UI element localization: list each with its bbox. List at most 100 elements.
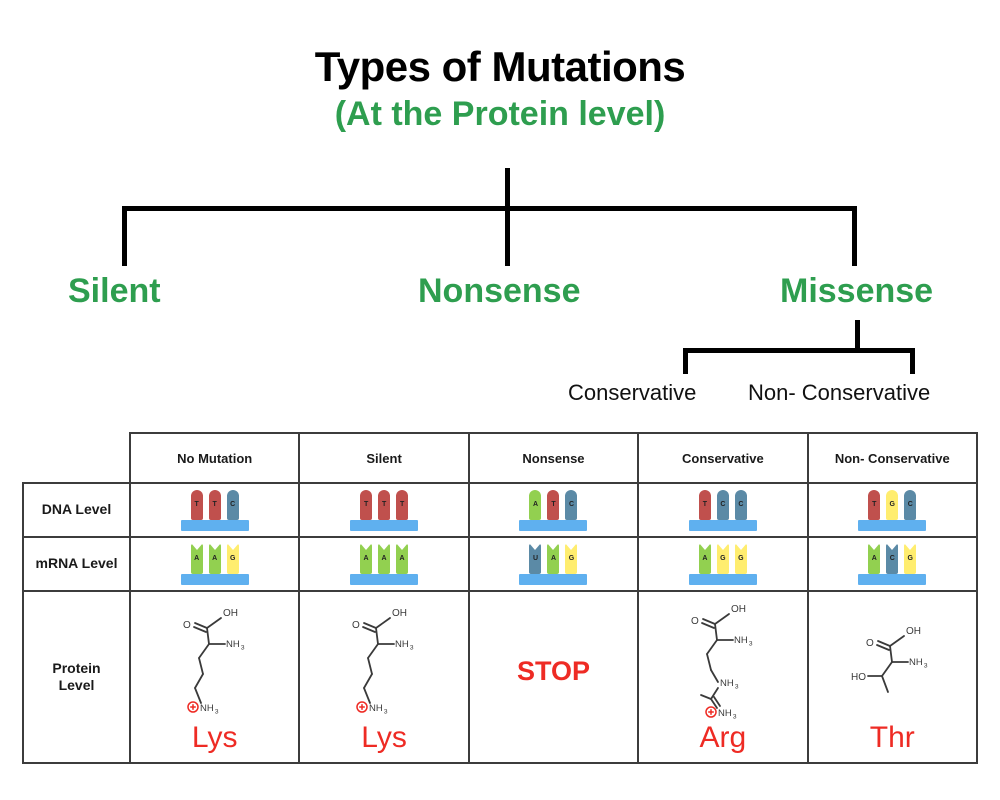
tree-label-conservative[interactable]: Conservative xyxy=(568,380,697,405)
column-header-silent: Silent xyxy=(298,432,470,484)
nucleotide-letter: C xyxy=(568,501,574,508)
nucleotide-letter: G xyxy=(229,555,236,562)
nucleotide-base-G: G xyxy=(565,543,578,574)
svg-text:NH: NH xyxy=(369,703,383,714)
nucleotide-base-A: A xyxy=(360,543,373,574)
strand-backbone xyxy=(180,573,249,585)
svg-text:3: 3 xyxy=(749,641,753,648)
nucleotide-base-T: T xyxy=(547,489,560,520)
svg-text:O: O xyxy=(691,616,699,627)
nucleotide-base-C: C xyxy=(904,489,917,520)
nucleotide-base-T: T xyxy=(190,489,203,520)
tree-label-nonsense[interactable]: Nonsense xyxy=(418,272,581,310)
nucleotide-letter: G xyxy=(738,555,744,562)
tree-label-non-conservative[interactable]: Non- Conservative xyxy=(748,380,931,405)
strand-backbone xyxy=(858,573,927,585)
tree-drop-nonconservative xyxy=(910,348,915,374)
tree-label-silent[interactable]: Silent xyxy=(68,272,161,310)
row-label-protein-line1: Protein xyxy=(52,659,101,676)
tree-label-missense[interactable]: Missense xyxy=(780,272,934,310)
svg-text:3: 3 xyxy=(214,708,218,715)
nucleotide-base-A: A xyxy=(208,543,221,574)
nucleotide-base-A: A xyxy=(396,543,409,574)
svg-text:O: O xyxy=(352,620,360,631)
nucleotide-letter: A xyxy=(702,555,708,562)
page-title: Types of Mutations xyxy=(314,43,686,90)
tree-missense-stem xyxy=(855,320,860,352)
nucleotide-letter: C xyxy=(889,555,895,562)
nucleotide-base-U: U xyxy=(529,543,542,574)
svg-text:3: 3 xyxy=(410,644,414,651)
nucleotide-letter: G xyxy=(568,555,575,562)
strand-backbone xyxy=(519,519,588,531)
svg-text:OH: OH xyxy=(906,626,921,637)
column-header-no-mutation: No Mutation xyxy=(128,432,301,484)
nucleotide-letter: A xyxy=(363,555,369,562)
nucleotide-base-G: G xyxy=(226,543,239,574)
row-label-mrna: mRNA Level xyxy=(22,536,131,592)
svg-text:OH: OH xyxy=(731,604,746,615)
cell-protein-nonsense: STOP xyxy=(467,590,640,764)
nucleotide-letter: C xyxy=(907,501,913,508)
nucleotide-letter: A xyxy=(381,555,387,562)
nucleotide-letter: T xyxy=(194,501,199,508)
nucleotide-base-A: A xyxy=(190,543,203,574)
mutation-tree-diagram: Silent Nonsense Missense Conservative No… xyxy=(0,168,1000,418)
strand-backbone xyxy=(180,519,249,531)
row-label-protein-line2: Level xyxy=(58,677,95,693)
nucleotide-base-T: T xyxy=(868,489,881,520)
nucleotide-letter: G xyxy=(907,555,913,562)
nucleotide-base-A: A xyxy=(547,543,560,574)
nucleotide-letter: U xyxy=(532,555,538,562)
strand-backbone xyxy=(350,519,419,531)
amino-acid-label-non-conservative: Thr xyxy=(869,721,915,754)
nucleotide-letter: G xyxy=(889,501,895,508)
nucleotide-letter: T xyxy=(381,501,387,508)
nucleotide-base-T: T xyxy=(208,489,221,520)
tree-root-stem xyxy=(505,168,510,210)
nucleotide-base-A: A xyxy=(529,489,542,520)
nucleotide-base-C: C xyxy=(886,543,899,574)
nucleotide-letter: A xyxy=(399,555,405,562)
nucleotide-base-A: A xyxy=(378,543,391,574)
strand-backbone xyxy=(519,573,588,585)
nucleotide-base-C: C xyxy=(565,489,578,520)
svg-text:NH: NH xyxy=(226,639,240,650)
tree-sub-connector xyxy=(683,348,915,353)
strand-backbone xyxy=(858,519,927,531)
nucleotide-letter: A xyxy=(550,555,556,562)
nucleotide-base-G: G xyxy=(716,543,729,574)
strand-backbone xyxy=(350,573,419,585)
nucleotide-letter: C xyxy=(720,501,726,508)
